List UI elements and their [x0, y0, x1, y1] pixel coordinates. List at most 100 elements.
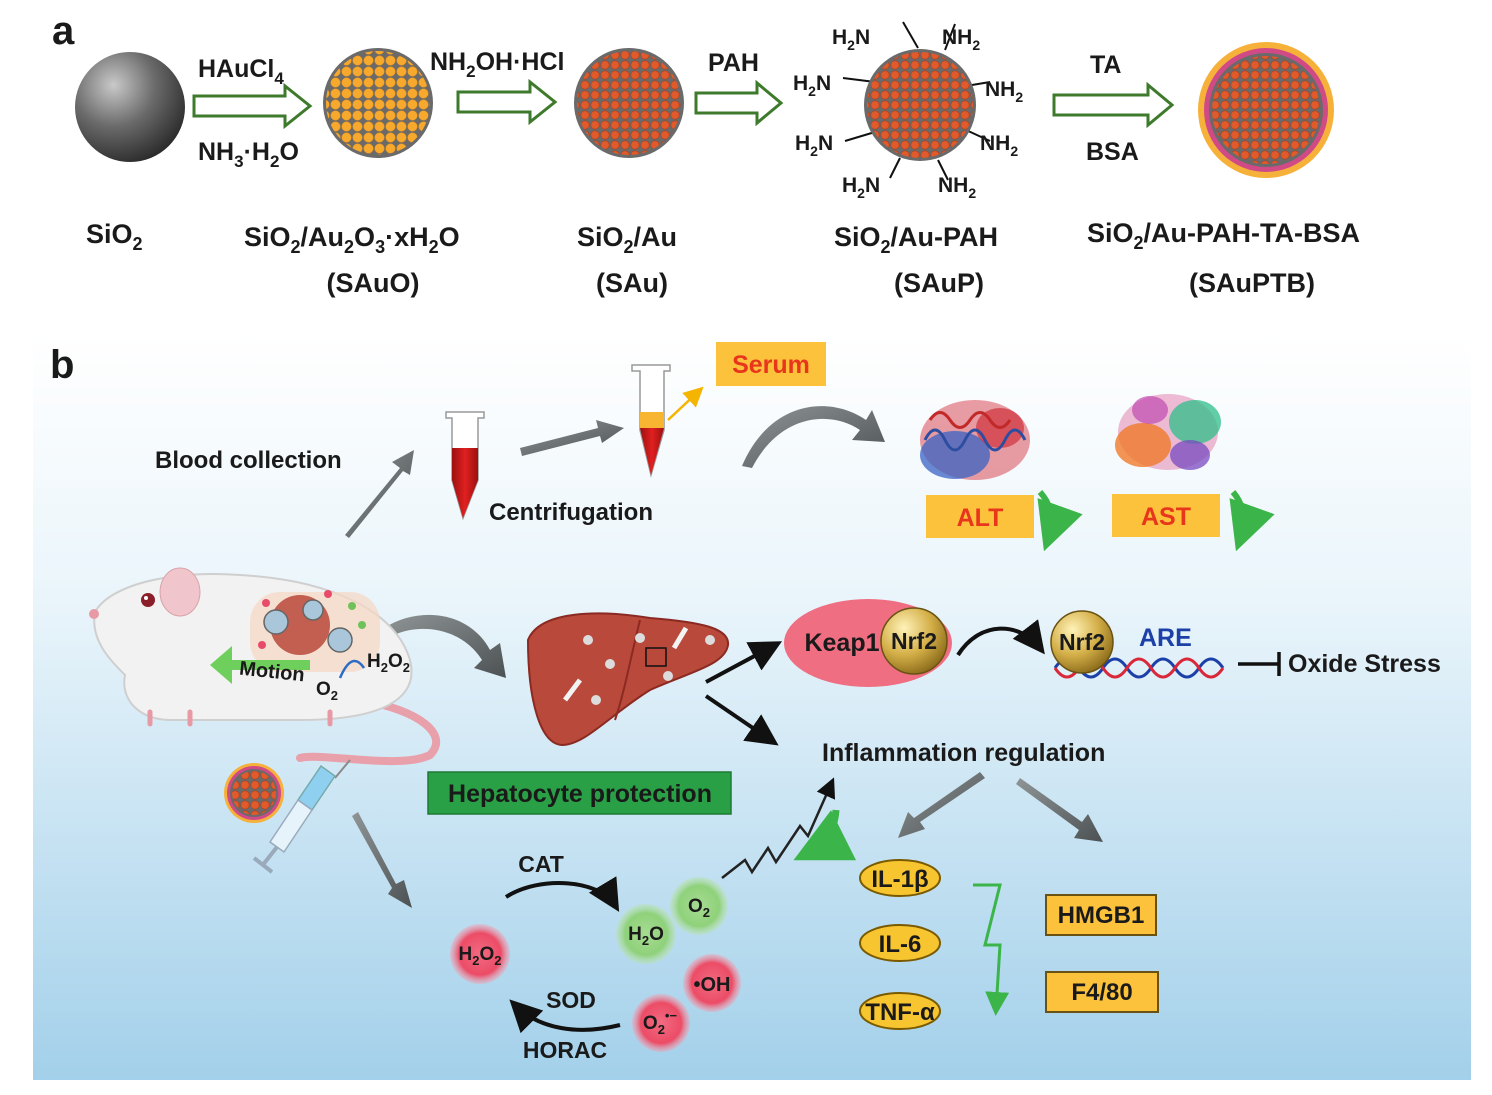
mouse-illustration: [89, 567, 440, 766]
amine-groups: H2N NH2 H2N NH2 H2N NH2 H2N NH2: [793, 26, 1023, 201]
arrow-to-cytokines: [898, 772, 985, 838]
reagent-ta: TA: [1090, 51, 1121, 79]
nrf2-bound-ball: [880, 607, 948, 675]
sauptb-injected-particle: [224, 763, 284, 823]
mouse-h2o2-label: H2O2: [367, 651, 410, 675]
sauptb-particle: [1198, 42, 1334, 178]
centrifugation-label: Centrifugation: [489, 499, 653, 526]
ast-decrease-arrow: [1229, 490, 1275, 552]
amine-label: H2N: [832, 26, 870, 53]
product-sauptb-name: SiO2/Au-PAH-TA-BSA: [1087, 218, 1360, 253]
saup-particle: [842, 21, 991, 181]
ast-box: [1112, 494, 1220, 537]
arrow-to-liver: [384, 614, 506, 678]
amine-label: NH2: [985, 78, 1023, 105]
reaction-arrows: [192, 78, 1175, 130]
reagent-haucl4: HAuCl4: [198, 55, 284, 88]
product-sauo-name: SiO2/Au2O3·xH2O: [244, 222, 460, 257]
hydroxyl-radical-sphere: •OH: [683, 954, 741, 1012]
h2o-label: H2O: [628, 924, 664, 948]
blood-collection-label: Blood collection: [155, 447, 342, 474]
product-sau-abbr: (SAu): [596, 268, 668, 298]
cat-label: CAT: [518, 851, 564, 877]
reagent-bsa: BSA: [1086, 138, 1139, 166]
product-sauo-abbr: (SAuO): [327, 268, 420, 298]
h2o-sphere: H2O: [616, 904, 676, 964]
hepatocyte-label: Hepatocyte protection: [448, 780, 712, 808]
liver-illustration: [526, 612, 730, 747]
serum-label: Serum: [732, 351, 810, 379]
arrow-step-3: [694, 79, 784, 127]
cytokine-il1b: IL-1β: [859, 859, 941, 897]
arrow-to-enzymes: [742, 406, 885, 468]
hmgb1-box: [1045, 894, 1157, 936]
product-sio2-name: SiO2: [86, 219, 143, 254]
f480-box: [1045, 971, 1159, 1013]
amine-label: NH2: [938, 174, 976, 201]
cytokine-decrease-arrow: [973, 883, 1010, 1016]
amine-label: NH2: [980, 132, 1018, 159]
il1b-label: IL-1β: [871, 866, 928, 893]
cat-arrow: [504, 876, 620, 912]
superoxide-sphere: O2•−: [632, 994, 690, 1052]
il6-label: IL-6: [879, 931, 922, 958]
product-saup-name: SiO2/Au-PAH: [834, 222, 998, 257]
ast-label: AST: [1141, 503, 1191, 531]
nrf2-translocation-arrow: [956, 619, 1045, 657]
reagent-nh2oh-hcl: NH2OH·HCl: [430, 48, 564, 81]
product-sauptb-abbr: (SAuPTB): [1189, 268, 1315, 298]
cytokine-il6: IL-6: [859, 924, 941, 962]
inflammation-decrease-arrow: [793, 809, 857, 861]
mouse-o2-label: O2: [316, 679, 338, 703]
keap1-label: Keap1: [804, 629, 879, 657]
sau-particle: [574, 48, 684, 158]
amine-label: H2N: [793, 72, 831, 99]
amine-label: H2N: [842, 174, 880, 201]
nrf2-bound-label: Nrf2: [891, 628, 937, 654]
o2-label: O2: [688, 896, 710, 920]
are-label: ARE: [1139, 624, 1192, 652]
cytokine-tnfa: TNF-α: [859, 992, 941, 1030]
hepatocyte-box: [427, 771, 732, 815]
arrow-to-inflammation: [704, 694, 779, 746]
arrow-step-4: [1052, 81, 1175, 129]
nrf2-free-label: Nrf2: [1059, 629, 1105, 655]
reagent-nh3h2o: NH3·H2O: [198, 138, 299, 171]
panel-b-label: b: [50, 343, 74, 387]
syringe: [252, 759, 351, 874]
arrow-to-ros-cycle: [352, 812, 412, 908]
mouse-reaction-arc: [338, 659, 366, 679]
arrow-to-centrifuge: [520, 420, 624, 456]
superoxide-label: O2•−: [643, 1008, 678, 1037]
reagent-pah: PAH: [708, 49, 759, 77]
centrifuged-tube: [631, 364, 704, 478]
o2-sphere: O2: [670, 877, 728, 935]
sauo-particle: [323, 48, 433, 158]
ast-protein-structure: [1115, 394, 1221, 470]
product-sau-name: SiO2/Au: [577, 222, 677, 257]
tnfa-label: TNF-α: [865, 999, 935, 1026]
hydroxyl-label: •OH: [693, 974, 730, 996]
arrow-to-markers: [1016, 778, 1103, 842]
serum-box: [716, 342, 826, 386]
nrf2-free-ball: [1050, 610, 1114, 674]
sio2-particle: [75, 52, 185, 162]
alt-protein-structure: [920, 400, 1030, 480]
amine-label: NH2: [942, 26, 980, 53]
arrow-to-blood: [345, 450, 414, 538]
alt-decrease-arrow: [1037, 489, 1083, 552]
panel-a-label: a: [52, 9, 75, 53]
alt-box: [926, 495, 1034, 538]
horac-label: HORAC: [523, 1037, 607, 1063]
blood-tube: [445, 411, 485, 521]
hmgb1-label: HMGB1: [1058, 902, 1145, 929]
amine-label: H2N: [795, 132, 833, 159]
sod-label: SOD: [546, 987, 596, 1013]
sod-arrow: [509, 999, 621, 1034]
arrow-step-1: [192, 82, 313, 130]
inflammation-label: Inflammation regulation: [822, 739, 1105, 767]
f480-label: F4/80: [1071, 979, 1132, 1006]
arrow-to-keap1: [705, 641, 783, 684]
